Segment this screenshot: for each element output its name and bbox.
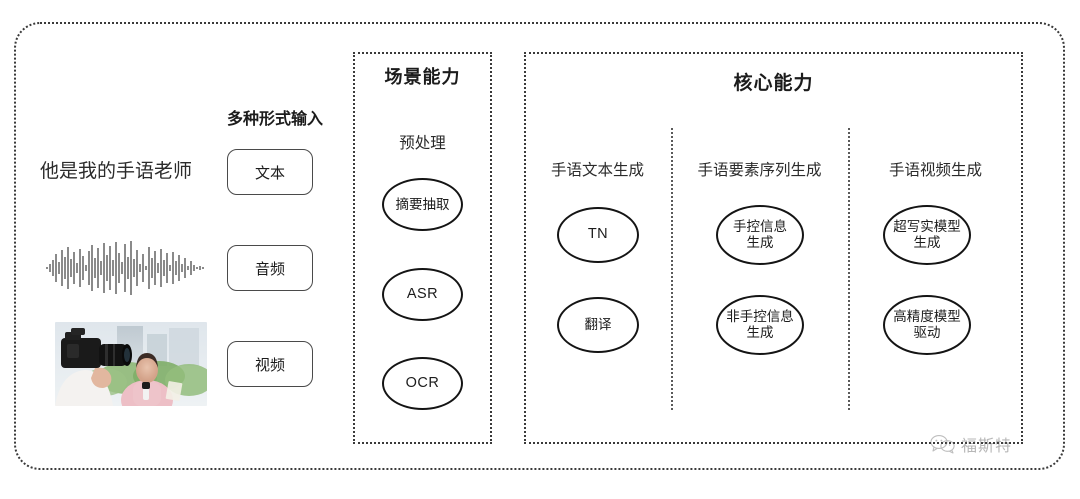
node-tn[interactable]: TN [557, 207, 639, 263]
core-capability-panel [524, 52, 1023, 444]
watermark-text: 福斯特 [961, 438, 1013, 455]
wechat-icon [930, 434, 956, 454]
audio-waveform [45, 240, 207, 296]
modality-box-video[interactable]: 视频 [227, 341, 313, 387]
node-high-precision-model-driving-line2: 驱动 [913, 325, 941, 340]
preprocessing-label: 预处理 [399, 135, 446, 152]
core-column-label-text-generation: 手语文本生成 [550, 162, 644, 179]
node-asr-label: ASR [406, 285, 439, 302]
node-ocr[interactable]: OCR [382, 357, 463, 410]
core-column-divider-1 [671, 128, 673, 410]
node-manual-feature-generation-line2: 生成 [746, 235, 774, 250]
node-high-precision-model-driving[interactable]: 高精度模型 驱动 [883, 295, 971, 355]
sample-sentence-text: 他是我的手语老师 [40, 161, 193, 182]
scene-panel-title: 场景能力 [384, 67, 461, 87]
node-asr[interactable]: ASR [382, 268, 463, 321]
node-translation[interactable]: 翻译 [557, 297, 639, 353]
video-thumbnail [55, 322, 207, 406]
multi-input-heading: 多种形式输入 [226, 111, 323, 128]
node-summary-extraction[interactable]: 摘要抽取 [382, 178, 463, 231]
outer-frame [14, 22, 1065, 470]
modality-box-text[interactable]: 文本 [227, 149, 313, 195]
core-column-label-element-sequence: 手语要素序列生成 [697, 162, 822, 179]
node-non-manual-feature-generation-line2: 生成 [746, 325, 774, 340]
modality-box-text-label: 文本 [254, 164, 285, 182]
node-photorealistic-model-generation-line1: 超写实模型 [893, 219, 961, 235]
watermark: 福斯特 [930, 432, 1012, 456]
node-high-precision-model-driving-line1: 高精度模型 [893, 309, 961, 325]
core-column-divider-2 [848, 128, 850, 410]
node-photorealistic-model-generation-line2: 生成 [913, 235, 941, 250]
node-summary-extraction-label: 摘要抽取 [395, 196, 450, 212]
scene-capability-panel [353, 52, 492, 444]
node-ocr-label: OCR [405, 374, 440, 391]
node-manual-feature-generation[interactable]: 手控信息 生成 [716, 205, 804, 265]
node-photorealistic-model-generation[interactable]: 超写实模型 生成 [883, 205, 971, 265]
node-translation-label: 翻译 [584, 317, 612, 333]
node-non-manual-feature-generation[interactable]: 非手控信息 生成 [716, 295, 804, 355]
node-manual-feature-generation-line1: 手控信息 [733, 219, 787, 235]
node-non-manual-feature-generation-line1: 非手控信息 [726, 309, 794, 325]
modality-box-audio[interactable]: 音频 [227, 245, 313, 291]
modality-box-audio-label: 音频 [254, 260, 285, 278]
core-column-label-video-generation: 手语视频生成 [888, 162, 982, 179]
core-panel-title: 核心能力 [733, 73, 814, 94]
modality-box-video-label: 视频 [254, 356, 285, 374]
node-tn-label: TN [587, 226, 609, 243]
